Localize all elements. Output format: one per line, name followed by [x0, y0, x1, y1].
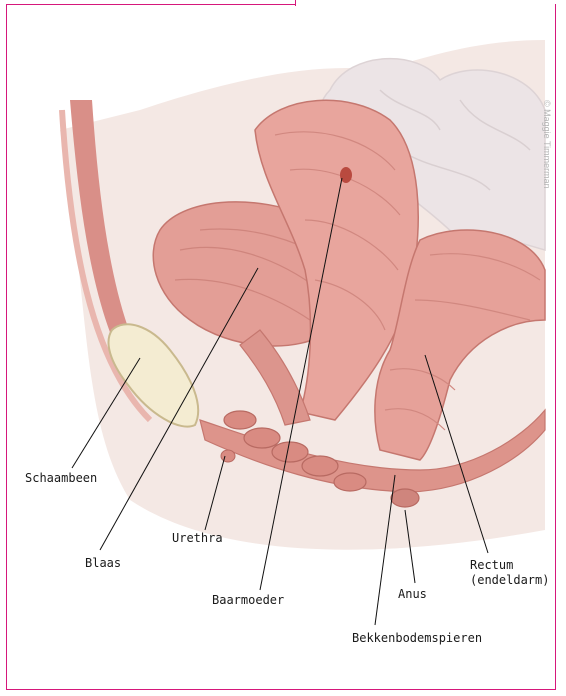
label-rectum: Rectum (endeldarm)	[470, 558, 549, 588]
label-urethra: Urethra	[172, 531, 223, 546]
illustration-credit: © Maggie Timmerman	[542, 100, 552, 189]
label-bekkenbodemspieren: Bekkenbodemspieren	[352, 631, 482, 646]
label-anus: Anus	[398, 587, 427, 602]
label-blaas: Blaas	[85, 556, 121, 571]
urethra-opening	[221, 450, 235, 462]
label-schaambeen: Schaambeen	[25, 471, 97, 486]
label-baarmoeder: Baarmoeder	[212, 593, 284, 608]
anus-marker	[391, 489, 419, 507]
